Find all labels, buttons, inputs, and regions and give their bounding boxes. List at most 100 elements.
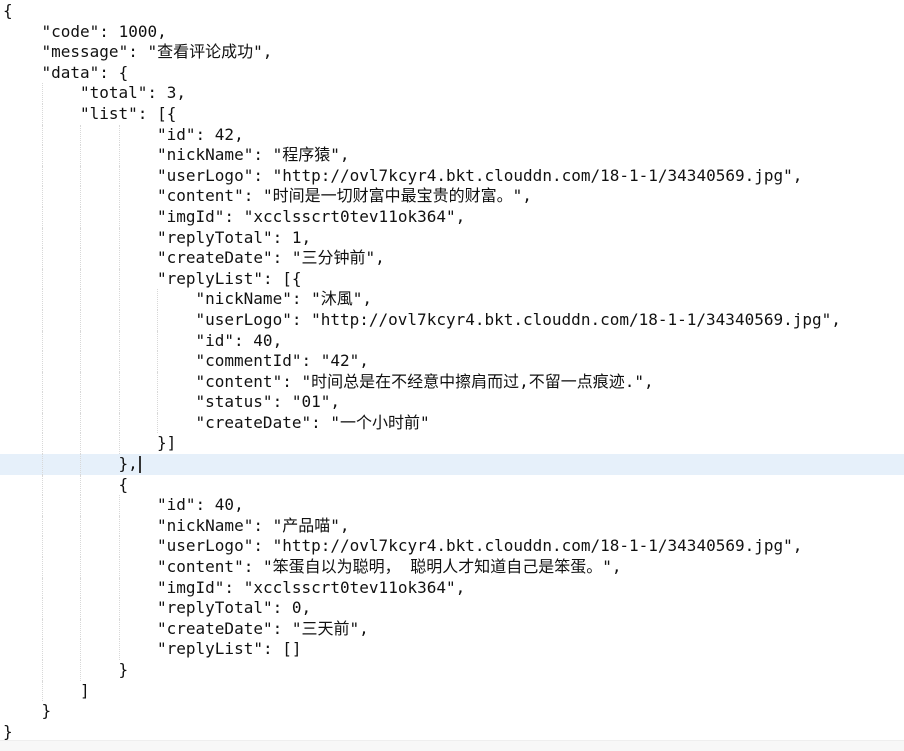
code-line[interactable]: "replyTotal": 0, — [0, 598, 904, 619]
code-line-text: "id": 40, — [195, 330, 283, 350]
code-line[interactable]: "replyList": [{ — [0, 268, 904, 290]
code-line[interactable]: "imgId": "xcclsscrt0tev11ok364", — [0, 577, 904, 599]
code-line[interactable]: "content": "时间总是在不经意中擦肩而过,不留一点痕迹.", — [0, 371, 904, 393]
code-line[interactable]: "code": 1000, — [0, 22, 904, 43]
code-line[interactable]: "id": 42, — [0, 124, 904, 146]
code-line[interactable]: "data": { — [0, 63, 904, 84]
code-line[interactable]: } — [0, 722, 904, 743]
code-line[interactable]: } — [0, 660, 904, 681]
code-line[interactable]: "content": "时间是一切财富中最宝贵的财富。", — [0, 186, 904, 207]
indent-guide — [157, 351, 158, 372]
code-line-text: { — [3, 1, 13, 20]
indent-guide — [41, 412, 43, 434]
code-line[interactable]: "replyList": [] — [0, 639, 904, 660]
indent-guide — [41, 660, 43, 681]
indent-guide — [41, 309, 43, 331]
indent-guide — [118, 289, 120, 310]
indent-guide — [41, 186, 43, 207]
indent-guide — [118, 577, 120, 599]
code-line-text: "nickName": "沐風", — [195, 289, 373, 309]
code-line[interactable]: }] — [0, 433, 904, 455]
indent-guide — [80, 124, 81, 146]
indent-guide — [80, 165, 81, 187]
indent-guide — [118, 227, 120, 249]
indent-guide — [41, 289, 43, 310]
indent-guide — [41, 598, 43, 619]
code-line[interactable]: "commentId": "42", — [0, 351, 904, 372]
code-line[interactable]: "list": [{ — [0, 103, 904, 125]
indent-guide — [118, 248, 120, 269]
indent-guide — [41, 474, 43, 496]
code-line[interactable]: "userLogo": "http://ovl7kcyr4.bkt.cloudd… — [0, 309, 904, 331]
indent-guide — [41, 680, 43, 702]
code-line[interactable]: "message": "查看评论成功", — [0, 42, 904, 63]
indent-guide — [80, 227, 81, 249]
code-line[interactable]: "userLogo": "http://ovl7kcyr4.bkt.cloudd… — [0, 536, 904, 558]
code-line-text: "imgId": "xcclsscrt0tev11ok364", — [157, 206, 466, 226]
code-line[interactable]: { — [0, 1, 904, 22]
code-line-text: "createDate": "一个小时前" — [195, 412, 430, 432]
indent-guide — [41, 145, 43, 166]
code-line[interactable]: "createDate": "三天前", — [0, 618, 904, 640]
indent-guide — [80, 557, 81, 578]
indent-guide — [41, 392, 43, 413]
code-line[interactable]: "content": "笨蛋自以为聪明， 聪明人才知道自己是笨蛋。", — [0, 557, 904, 578]
code-line[interactable]: "nickName": "沐風", — [0, 289, 904, 310]
indent-guide — [157, 289, 158, 310]
code-line[interactable]: "nickName": "产品喵", — [0, 515, 904, 537]
indent-guide — [80, 577, 81, 599]
code-line-text: "replyTotal": 0, — [157, 598, 312, 618]
code-line-text: "status": "01", — [195, 392, 341, 412]
code-line[interactable]: "imgId": "xcclsscrt0tev11ok364", — [0, 206, 904, 228]
indent-guide — [41, 371, 43, 393]
indent-guide — [80, 289, 81, 310]
code-line[interactable]: "total": 3, — [0, 83, 904, 104]
code-line-text: "imgId": "xcclsscrt0tev11ok364", — [157, 577, 466, 597]
code-line[interactable]: "nickName": "程序猿", — [0, 145, 904, 166]
indent-guide — [41, 433, 43, 455]
code-line-text: "total": 3, — [80, 83, 186, 103]
indent-guide — [41, 227, 43, 249]
indent-guide — [80, 392, 81, 413]
indent-guide — [80, 660, 81, 681]
indent-guide — [80, 412, 81, 434]
code-line[interactable]: ] — [0, 680, 904, 702]
code-line[interactable]: "id": 40, — [0, 330, 904, 352]
code-line[interactable]: "createDate": "一个小时前" — [0, 412, 904, 434]
code-line[interactable]: } — [0, 701, 904, 722]
indent-guide — [41, 557, 43, 578]
indent-guide — [157, 309, 158, 331]
indent-guide — [118, 309, 120, 331]
indent-guide — [80, 536, 81, 558]
indent-guide — [41, 577, 43, 599]
indent-guide — [118, 268, 120, 290]
code-line-text: } — [3, 721, 13, 741]
code-line[interactable]: "userLogo": "http://ovl7kcyr4.bkt.cloudd… — [0, 165, 904, 187]
code-line-text: "message": "查看评论成功", — [41, 42, 273, 62]
code-line[interactable]: { — [0, 474, 904, 496]
indent-guide — [80, 268, 81, 290]
indent-guide — [118, 433, 120, 455]
indent-guide — [118, 206, 120, 228]
indent-guide — [80, 495, 81, 516]
code-line[interactable]: "replyTotal": 1, — [0, 227, 904, 249]
indent-guide — [41, 351, 43, 372]
code-line-text: { — [118, 474, 129, 494]
indent-guide — [41, 206, 43, 228]
indent-guide — [118, 186, 120, 207]
indent-guide — [80, 206, 81, 228]
indent-guide — [118, 639, 120, 660]
code-line[interactable]: "status": "01", — [0, 392, 904, 413]
code-line-active[interactable]: }, — [0, 454, 904, 475]
code-line[interactable]: "id": 40, — [0, 495, 904, 516]
indent-guide — [118, 165, 120, 187]
code-line[interactable]: "createDate": "三分钟前", — [0, 248, 904, 269]
code-line-text: "code": 1000, — [41, 21, 167, 41]
indent-guide — [118, 598, 120, 619]
code-line-text: "commentId": "42", — [195, 351, 369, 371]
indent-guide — [80, 433, 81, 455]
indent-guide — [41, 454, 43, 475]
